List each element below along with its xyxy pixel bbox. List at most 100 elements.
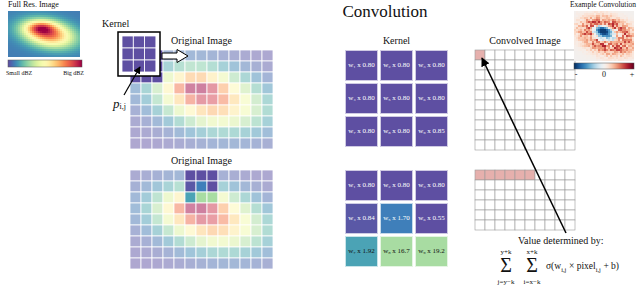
- image-grid-pixel: [185, 61, 196, 72]
- radar-image-pixel: [54, 13, 56, 15]
- radar-image-pixel: [64, 47, 66, 49]
- image-grid: [130, 50, 273, 149]
- image-grid-pixel: [196, 61, 207, 72]
- image-grid-pixel: [218, 192, 229, 203]
- example-image-pixel: [608, 53, 610, 55]
- image-grid-pixel: [152, 170, 163, 181]
- radar-image-pixel: [56, 51, 58, 53]
- example-image-pixel: [622, 11, 624, 13]
- example-image-pixel: [600, 35, 602, 37]
- convolved-grid-pixel: [545, 120, 555, 130]
- convolved-grid-pixel: [485, 190, 495, 200]
- radar-image-pixel: [72, 31, 74, 33]
- example-image-pixel: [626, 37, 628, 39]
- radar-image-pixel: [64, 43, 66, 45]
- radar-image-pixel: [28, 49, 30, 51]
- example-image-pixel: [616, 55, 618, 57]
- radar-image-pixel: [70, 49, 72, 51]
- example-image-pixel: [628, 21, 630, 23]
- radar-image-pixel: [20, 31, 22, 33]
- example-image-pixel: [600, 13, 602, 15]
- radar-image-pixel: [50, 55, 52, 57]
- radar-image-pixel: [14, 53, 16, 55]
- example-image-pixel: [578, 33, 580, 35]
- example-image-pixel: [632, 39, 634, 41]
- radar-image-pixel: [40, 13, 42, 15]
- radar-image-pixel: [46, 35, 48, 37]
- example-image-pixel: [612, 33, 614, 35]
- radar-image-pixel: [74, 47, 76, 49]
- example-image-pixel: [598, 41, 600, 43]
- radar-image-pixel: [74, 27, 76, 29]
- example-image-pixel: [622, 49, 624, 51]
- radar-image-pixel: [46, 31, 48, 33]
- image-grid-pixel: [251, 225, 262, 236]
- example-image-pixel: [600, 43, 602, 45]
- example-image-pixel: [626, 35, 628, 37]
- image-grid-pixel: [218, 116, 229, 127]
- example-image-pixel: [612, 35, 614, 37]
- colorbar-pixel: [70, 60, 71, 67]
- example-image-pixel: [626, 53, 628, 55]
- convolved-grid-pixel: [545, 60, 555, 70]
- radar-image-pixel: [66, 21, 68, 23]
- example-image-pixel: [622, 53, 624, 55]
- radar-image-pixel: [60, 19, 62, 21]
- radar-image-pixel: [42, 27, 44, 29]
- radar-image-pixel: [32, 51, 34, 53]
- radar-image-pixel: [38, 43, 40, 45]
- radar-image-pixel: [62, 45, 64, 47]
- example-image-pixel: [592, 31, 594, 33]
- colorbar-pixel: [11, 60, 12, 67]
- example-image-pixel: [596, 31, 598, 33]
- image-grid-pixel: [141, 214, 152, 225]
- image-grid-pixel: [196, 116, 207, 127]
- example-image-pixel: [612, 53, 614, 55]
- radar-image-pixel: [32, 29, 34, 31]
- example-image-pixel: [598, 33, 600, 35]
- colorbar-pixel: [75, 60, 76, 67]
- radar-image-pixel: [50, 45, 52, 47]
- convolved-grid-pixel: [485, 90, 495, 100]
- image-grid-pixel: [196, 225, 207, 236]
- example-image-pixel: [596, 13, 598, 15]
- radar-image-pixel: [74, 13, 76, 15]
- radar-image-pixel: [40, 33, 42, 35]
- radar-image-pixel: [10, 21, 12, 23]
- example-image-pixel: [628, 45, 630, 47]
- image-grid-pixel: [163, 94, 174, 105]
- example-image-pixel: [602, 47, 604, 49]
- radar-image-pixel: [26, 27, 28, 29]
- image-grid-pixel: [152, 105, 163, 116]
- example-image-pixel: [600, 45, 602, 47]
- radar-image-pixel: [44, 33, 46, 35]
- example-image-pixel: [586, 21, 588, 23]
- radar-image-pixel: [46, 23, 48, 25]
- radar-image-pixel: [18, 27, 20, 29]
- radar-image-pixel: [16, 37, 18, 39]
- example-image-pixel: [574, 33, 576, 35]
- radar-image-pixel: [20, 41, 22, 43]
- radar-image-pixel: [56, 27, 58, 29]
- image-grid-pixel: [196, 72, 207, 83]
- radar-image-pixel: [50, 51, 52, 53]
- radar-image-pixel: [76, 33, 78, 35]
- radar-image-pixel: [28, 17, 30, 19]
- convolved-grid-pixel: [505, 80, 515, 90]
- example-image-pixel: [618, 21, 620, 23]
- radar-image-pixel: [46, 55, 48, 57]
- example-image-pixel: [580, 23, 582, 25]
- radar-image-pixel: [60, 39, 62, 41]
- radar-image-pixel: [8, 11, 10, 13]
- radar-image-pixel: [10, 11, 12, 13]
- example-image-pixel: [596, 55, 598, 57]
- radar-image-pixel: [18, 21, 20, 23]
- radar-image-pixel: [48, 47, 50, 49]
- radar-image-pixel: [30, 23, 32, 25]
- example-image-pixel: [620, 49, 622, 51]
- example-image-pixel: [606, 47, 608, 49]
- radar-image-pixel: [54, 41, 56, 43]
- radar-image-pixel: [64, 49, 66, 51]
- example-image-pixel: [584, 43, 586, 45]
- example-image-pixel: [580, 57, 582, 59]
